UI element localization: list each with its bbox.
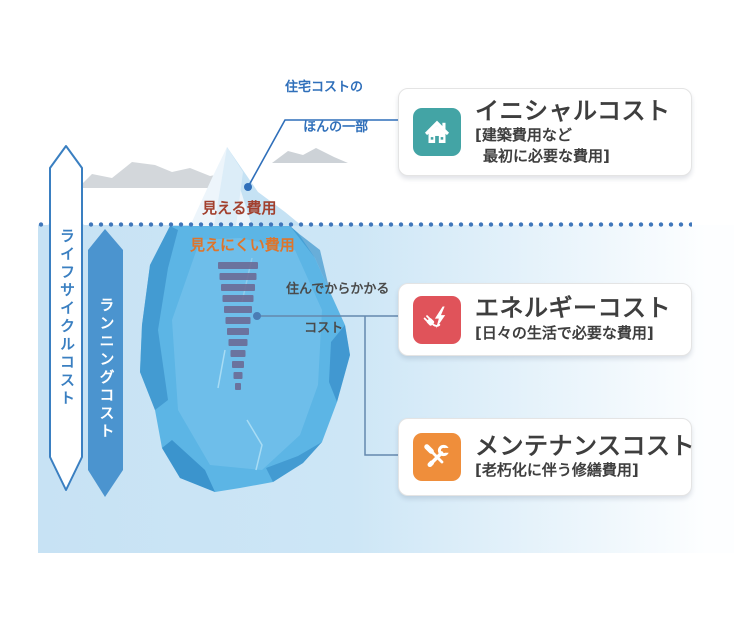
living-cost-line1: 住んでからかかる <box>286 282 390 297</box>
waterline-dotted <box>38 221 692 228</box>
running-cost-bar <box>88 229 123 497</box>
card-maintenance-cost: メンテナンスコスト [老朽化に伴う修繕費用] <box>398 418 696 496</box>
running-cost-bar-label: ランニングコスト <box>97 297 116 441</box>
lifecycle-cost-bar <box>49 145 83 491</box>
card-energy-cost-subtitle: [日々の生活で必要な費用] <box>475 323 671 344</box>
card-initial-cost-subtitle: [建築費用など 最初に必要な費用] <box>475 125 671 166</box>
card-initial-cost-subtitle-line1: [建築費用など <box>475 126 572 145</box>
mountain-silhouette-left <box>78 162 250 188</box>
card-maintenance-cost-subtitle-line1: [老朽化に伴う修繕費用] <box>475 461 639 480</box>
tools-icon <box>413 433 461 481</box>
card-maintenance-cost-subtitle: [老朽化に伴う修繕費用] <box>475 460 695 481</box>
card-energy-cost: エネルギーコスト [日々の生活で必要な費用] <box>398 283 692 356</box>
visible-cost-label: 見える費用 <box>202 199 277 217</box>
lifecycle-cost-bar-label: ライフサイクルコスト <box>58 227 76 408</box>
living-cost-line2: コスト <box>304 321 344 336</box>
card-maintenance-cost-title: メンテナンスコスト <box>475 431 696 460</box>
card-initial-cost-title: イニシャルコスト <box>475 96 671 125</box>
hidden-cost-label: 見えにくい費用 <box>190 236 295 254</box>
living-cost-annotation: 住んでからかかる コスト <box>286 280 389 339</box>
card-energy-cost-subtitle-line1: [日々の生活で必要な費用] <box>475 323 654 342</box>
card-initial-cost-subtitle-line2: 最初に必要な費用] <box>483 146 610 165</box>
house-icon <box>413 108 461 156</box>
hidden-cost-funnel <box>218 262 258 390</box>
plug-bolt-icon <box>413 295 461 344</box>
card-initial-cost: イニシャルコスト [建築費用など 最初に必要な費用] <box>398 88 692 176</box>
tip-annotation-line1: 住宅コストの <box>285 80 364 95</box>
card-energy-cost-title: エネルギーコスト <box>475 294 671 323</box>
tip-annotation-line2: ほんの一部 <box>303 120 369 136</box>
tip-annotation: 住宅コストの ほんの一部 <box>285 78 368 138</box>
